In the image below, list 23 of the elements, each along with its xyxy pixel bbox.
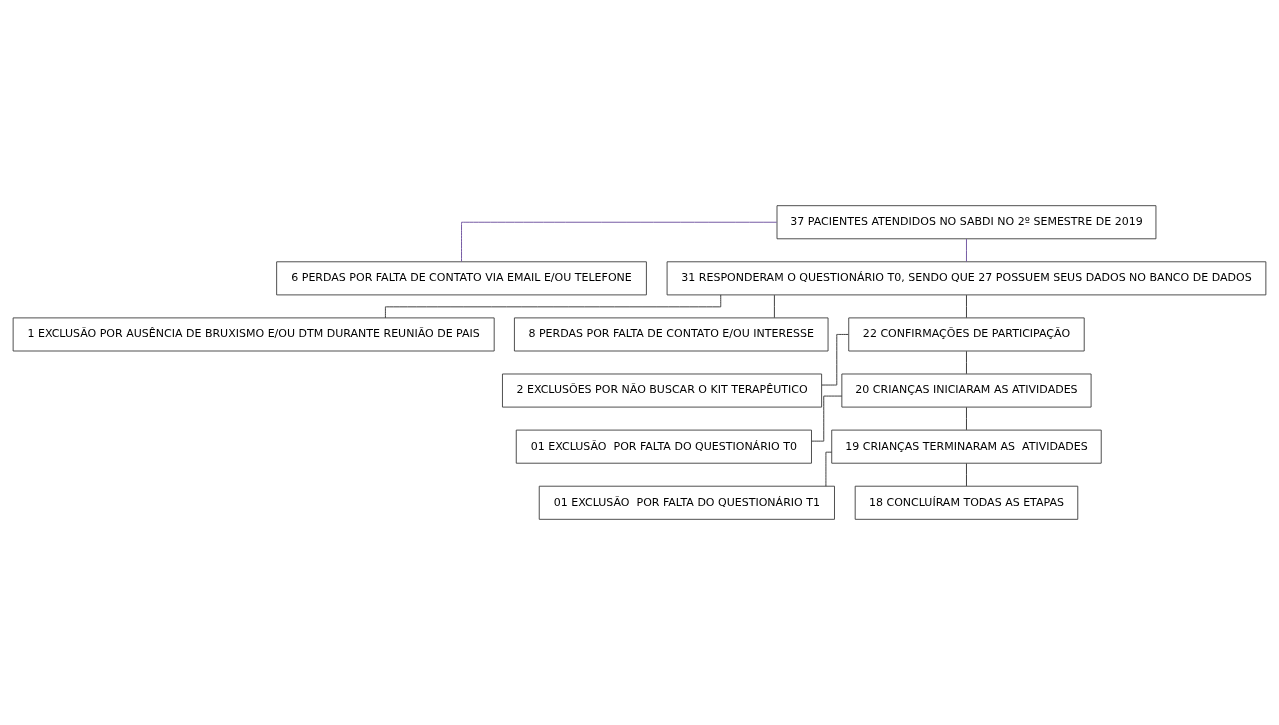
connector [811,395,843,442]
connector [966,350,967,375]
connector [384,294,722,319]
node-box: 37 PACIENTES ATENDIDOS NO SABDI NO 2º SEMESTRE DE 2019 [776,205,1157,240]
connector [966,238,967,262]
node-box: 19 CRIANÇAS TERMINARAM AS ATIVIDADES [831,429,1102,464]
connector [966,294,967,319]
node-box: 1 EXCLUSÃO POR AUSÊNCIA DE BRUXISMO E/OU DTM DURANTE REUNIÃO DE PAIS [12,317,495,352]
node-box: 20 CRIANÇAS INICIARAM AS ATIVIDADES [841,373,1092,408]
connector [821,334,849,386]
node-box: 01 EXCLUSÃO POR FALTA DO QUESTIONÁRIO T1 [538,485,835,520]
connector [966,406,967,431]
connector [461,221,778,262]
connector [825,451,833,487]
connector [966,463,967,487]
connector [773,294,775,319]
node-box: 22 CONFIRMAÇÕES DE PARTICIPAÇÃO [848,317,1085,352]
node-box: 01 EXCLUSÃO POR FALTA DO QUESTIONÁRIO T0 [515,429,812,464]
node-box: 18 CONCLUÍRAM TODAS AS ETAPAS [854,485,1079,520]
node-box: 2 EXCLUSÕES POR NÃO BUSCAR O KIT TERAPÊUTICO [502,373,823,408]
node-box: 31 RESPONDERAM O QUESTIONÁRIO T0, SENDO QUE 27 POSSUEM SEUS DADOS NO BANCO DE DADOS [666,261,1267,296]
node-box: 8 PERDAS POR FALTA DE CONTATO E/OU INTERESSE [513,317,829,352]
node-box: 6 PERDAS POR FALTA DE CONTATO VIA EMAIL E/OU TELEFONE [276,261,647,296]
